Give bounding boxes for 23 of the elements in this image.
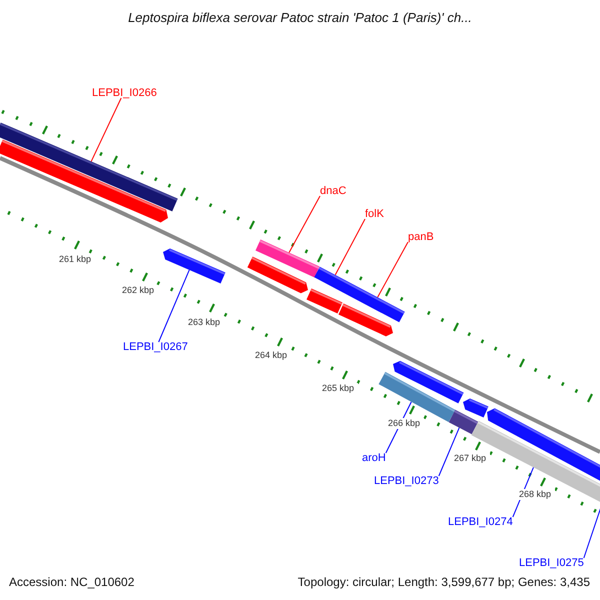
gene-label: LEPBI_I0267 xyxy=(123,340,188,354)
leader-line xyxy=(438,427,460,476)
footer-text: Accession: NC_010602 xyxy=(9,575,134,589)
gene-label: LEPBI_I0273 xyxy=(374,474,439,488)
gene-bar xyxy=(314,266,405,322)
leader-line xyxy=(158,269,190,342)
gene-label: LEPBI_I0266 xyxy=(92,86,157,100)
gene-label: dnaC xyxy=(320,184,346,198)
gene-bar xyxy=(471,420,600,504)
footer-text: Topology: circular; Length: 3,599,677 bp; Genes: 3,435 xyxy=(298,575,590,589)
gene-bar xyxy=(163,248,226,284)
leader-line xyxy=(377,242,408,298)
gene-bar xyxy=(0,122,178,212)
gene-label: LEPBI_I0275 xyxy=(519,556,584,570)
gene-label: aroH xyxy=(362,451,386,465)
leader-line xyxy=(90,98,122,162)
leader-line xyxy=(334,218,366,276)
gene-label: panB xyxy=(408,230,434,244)
title: Leptospira biflexa serovar Patoc strain 'Patoc 1 (Paris)' ch... xyxy=(127,11,473,25)
gene-label: LEPBI_I0274 xyxy=(448,515,513,529)
leader-line xyxy=(288,196,320,254)
gene-label: folK xyxy=(365,207,384,221)
gene-bar xyxy=(256,240,320,278)
